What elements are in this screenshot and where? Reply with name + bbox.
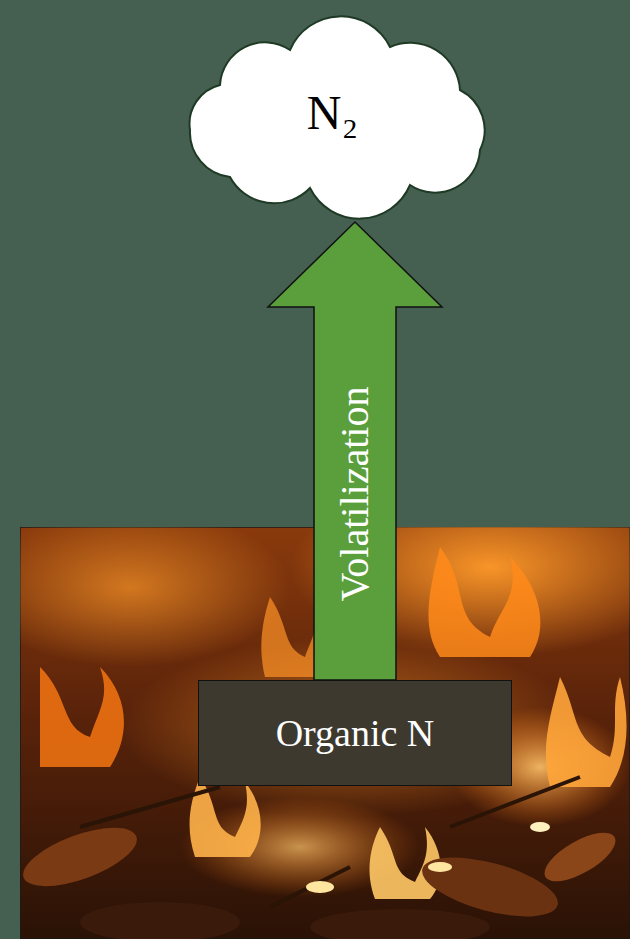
block-arrow bbox=[268, 222, 442, 680]
cloud-node: N₂ bbox=[150, 5, 515, 220]
cloud-shape bbox=[190, 16, 485, 218]
process-box: Organic N bbox=[198, 680, 512, 786]
arrow-label: Volatilization bbox=[335, 386, 375, 601]
node-label: Organic N bbox=[276, 711, 435, 755]
node-label: N₂ bbox=[307, 85, 358, 140]
